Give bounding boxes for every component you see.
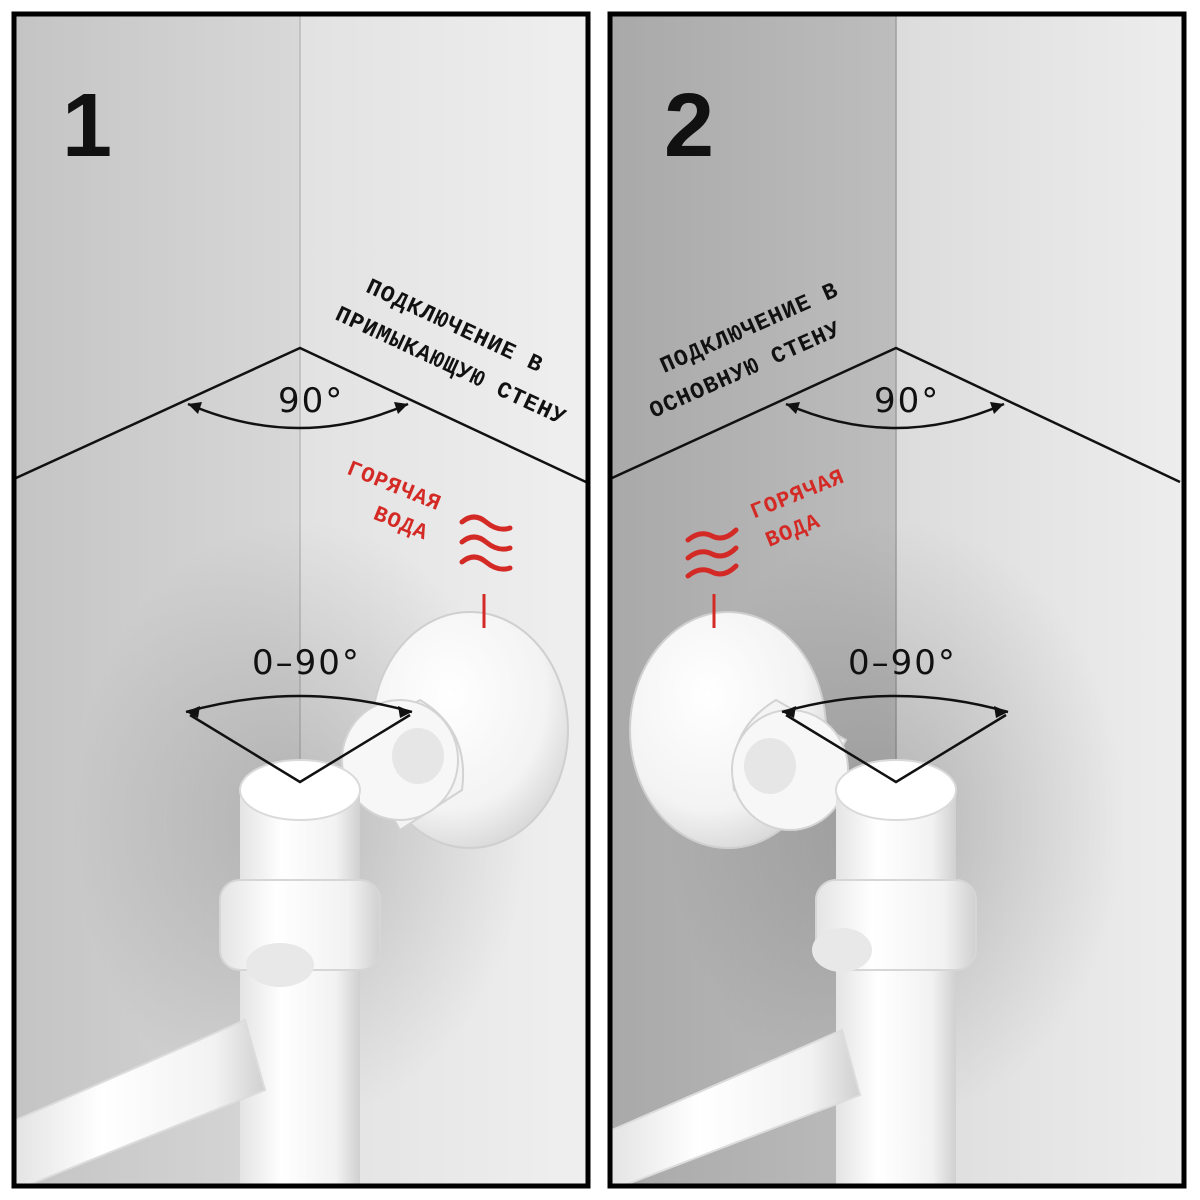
arrow-head [398, 706, 412, 718]
corner-angle-label: 90° [874, 381, 940, 421]
panel-1-scene [16, 16, 586, 1184]
arrow-head [990, 402, 1004, 414]
vertical-pipe [836, 790, 956, 1184]
coupling-facet [246, 943, 314, 987]
rotation-range-label: 0–90° [252, 643, 361, 683]
towel-bar [16, 1018, 267, 1184]
pipe-cap [239, 759, 361, 821]
towel-bar [612, 1028, 862, 1184]
wavy-lines-icon [685, 527, 739, 579]
panel-frame [607, 11, 1187, 1189]
pipe-cap [835, 759, 957, 821]
rotation-range-label: 0–90° [848, 643, 957, 683]
arrow-head [782, 706, 796, 718]
rotation-angle-arc [781, 694, 1009, 714]
arrow-head [188, 402, 202, 414]
panel-number: 1 [62, 76, 112, 176]
corner-angle-label: 90° [278, 381, 344, 421]
arrow-head [394, 402, 408, 414]
panel-number: 2 [664, 76, 714, 176]
corner-angle-lines [612, 346, 1181, 484]
arrow-head [994, 706, 1008, 718]
rotation-angle-lines [785, 713, 1007, 784]
panel-1: 1 ПОДКЛЮЧЕНИЕ В ПРИМЫКАЮЩУЮ СТЕНУ 90° 0–… [11, 11, 591, 1189]
rotation-angle-arc [185, 694, 413, 714]
panel-frame [11, 11, 591, 1189]
coupling-facet [812, 928, 872, 972]
panel-2: 2 ПОДКЛЮЧЕНИЕ В ОСНОВНУЮ СТЕНУ 90° 0–90°… [607, 11, 1187, 1189]
arrow-head [186, 706, 200, 718]
nut-facet [392, 728, 444, 784]
corner-angle-arc [785, 402, 1005, 430]
corner-angle-lines [16, 346, 586, 484]
wavy-lines-icon [459, 514, 513, 572]
panel-2-scene [612, 16, 1182, 1184]
rotation-angle-lines [189, 713, 411, 784]
corner-angle-arc [187, 402, 409, 430]
vertical-pipe [240, 790, 360, 1184]
nut-facet [744, 738, 796, 794]
arrow-head [786, 402, 800, 414]
